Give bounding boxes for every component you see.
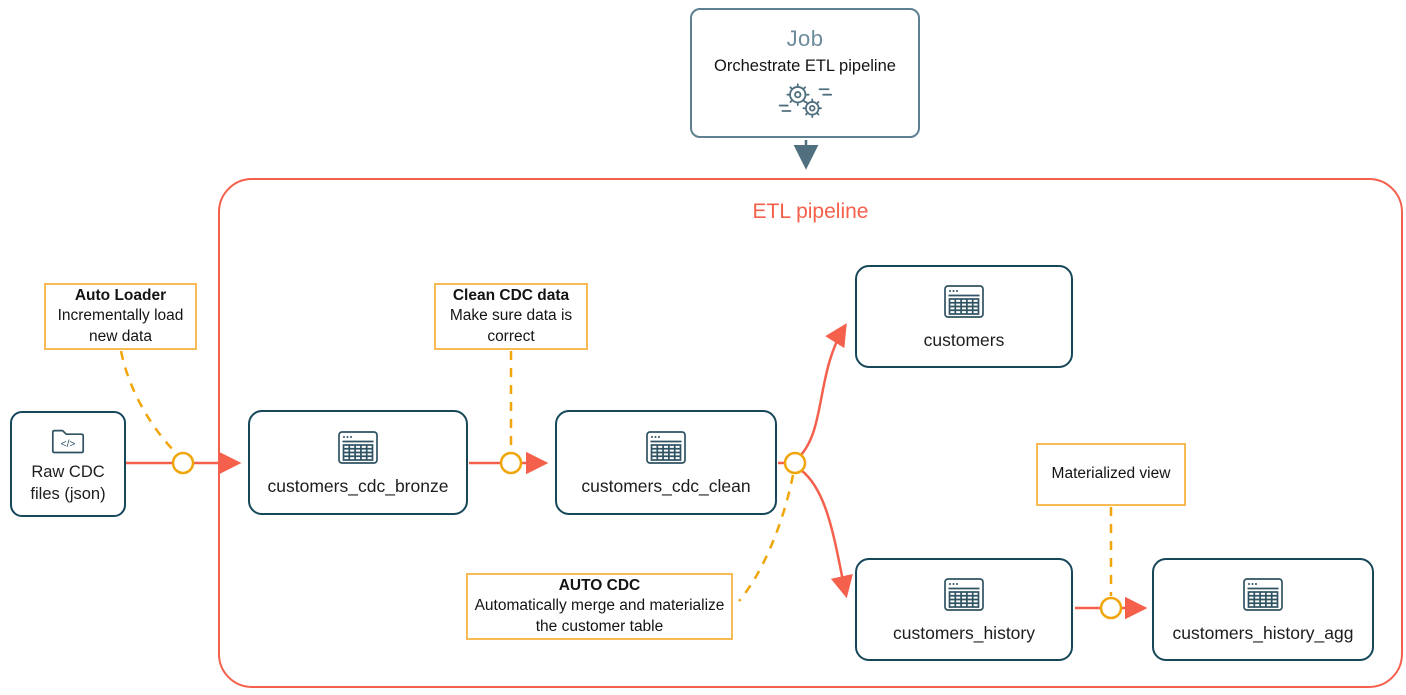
annotation-body: Make sure data is correct <box>449 307 573 345</box>
table-label: customers_cdc_bronze <box>267 475 449 496</box>
table-label: customers <box>923 329 1005 350</box>
etl-pipeline-title: ETL pipeline <box>752 200 869 223</box>
gears-icon <box>778 82 833 118</box>
node-raw-cdc-files: </> Raw CDC files (json) <box>10 411 126 517</box>
table-grid-icon <box>944 577 984 611</box>
folder-code-icon: </> <box>51 429 85 454</box>
job-title: Job <box>786 25 824 51</box>
node-customers-cdc-bronze: customers_cdc_bronze <box>248 410 468 515</box>
annotation-clean-cdc-data: Clean CDC data Make sure data is correct <box>434 283 588 350</box>
annotation-title: Auto Loader <box>74 286 167 304</box>
junction-circle-auto-loader <box>171 451 195 475</box>
table-grid-icon <box>1243 577 1283 611</box>
table-label: customers_history_agg <box>1172 622 1354 643</box>
table-grid-icon <box>338 430 378 464</box>
annotation-body: Automatically merge and materialize the … <box>474 597 725 635</box>
annotation-title: Clean CDC data <box>452 286 570 304</box>
annotation-body: Incrementally load new data <box>57 307 184 345</box>
annotation-body: Materialized view <box>1051 465 1171 483</box>
job-node: Job Orchestrate ETL pipeline <box>690 8 920 138</box>
table-label: customers_history <box>893 622 1035 643</box>
annotation-auto-cdc: AUTO CDC Automatically merge and materia… <box>466 573 733 640</box>
code-glyph: </> <box>61 439 76 450</box>
annotation-materialized-view: Materialized view <box>1036 443 1186 506</box>
node-customers-history-agg: customers_history_agg <box>1152 558 1374 661</box>
dash-auto-loader <box>119 350 178 455</box>
table-grid-icon <box>944 284 984 318</box>
node-customers: customers <box>855 265 1073 368</box>
table-label: customers_cdc_clean <box>581 475 751 496</box>
table-grid-icon <box>646 430 686 464</box>
source-label: Raw CDC files (json) <box>30 463 106 503</box>
annotation-title: AUTO CDC <box>558 576 641 594</box>
annotation-auto-loader: Auto Loader Incrementally load new data <box>44 283 197 350</box>
node-customers-cdc-clean: customers_cdc_clean <box>555 410 777 515</box>
node-customers-history: customers_history <box>855 558 1073 661</box>
job-subtitle: Orchestrate ETL pipeline <box>714 56 896 75</box>
